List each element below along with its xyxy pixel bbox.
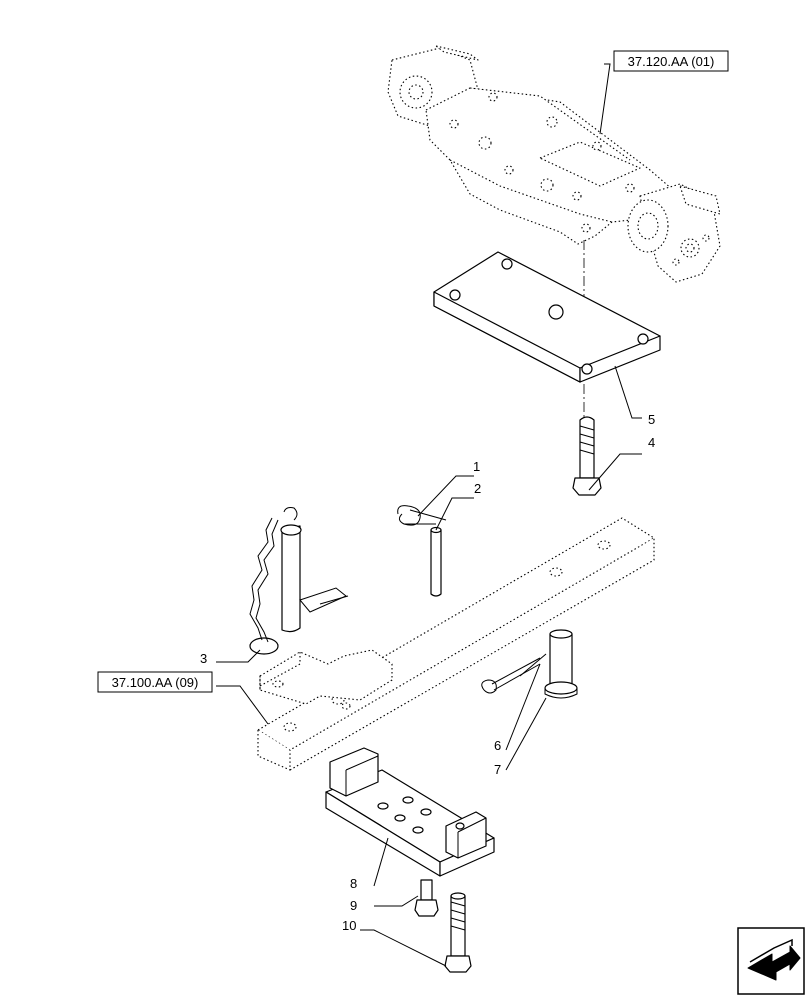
part-7-clevis-pin — [544, 629, 578, 699]
part-5-plate — [433, 251, 661, 383]
ref-left-box[interactable]: 37.100.AA (09) — [97, 671, 213, 693]
part-3-lock-pin — [249, 507, 349, 655]
callout-6: 6 — [494, 738, 501, 753]
ref-top-label: 37.120.AA (01) — [628, 54, 715, 69]
callout-5: 5 — [648, 412, 655, 427]
part-10-bolt — [444, 892, 472, 973]
part-8-support — [325, 747, 495, 877]
next-page-arrow-icon[interactable] — [737, 927, 805, 995]
callout-9: 9 — [350, 898, 357, 913]
callout-1: 1 — [473, 459, 480, 474]
drawbar-reference — [257, 517, 655, 771]
callout-7: 7 — [494, 762, 501, 777]
callout-8: 8 — [350, 876, 357, 891]
part-9-nut — [414, 879, 439, 917]
ref-left-label: 37.100.AA (09) — [112, 675, 199, 690]
part-1-clip — [397, 505, 447, 526]
callout-10: 10 — [342, 918, 356, 933]
part-4-bolt — [572, 416, 602, 496]
part-2-pin — [430, 526, 442, 597]
callout-2: 2 — [474, 481, 481, 496]
front-axle-reference — [387, 45, 721, 283]
leader-lines — [216, 63, 642, 967]
callout-3: 3 — [200, 651, 207, 666]
callout-4: 4 — [648, 435, 655, 450]
part-6-split-pin — [481, 653, 547, 694]
ref-top-box[interactable]: 37.120.AA (01) — [613, 50, 729, 72]
drawbar-support-reference — [259, 649, 393, 710]
